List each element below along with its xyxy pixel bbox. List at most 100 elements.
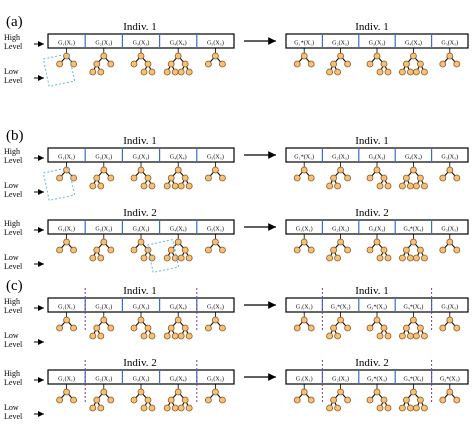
subtree [163,388,193,412]
subtree [130,316,156,340]
tree-node [137,238,145,246]
tree-node [100,388,108,396]
tree-node [181,396,189,404]
subtree [163,316,193,340]
tree-node [330,174,338,182]
tree-node [97,182,105,190]
subtree [163,238,193,262]
tree-node [97,404,105,412]
individual-title: Indiv. 1 [355,21,389,33]
tree-node [334,182,342,190]
panel-label: (c) [6,278,23,294]
high-level-label: Level [4,378,23,387]
tree-node [177,404,185,412]
gene-cell-label: G₃(X₃) [133,40,150,47]
tree-node [144,396,152,404]
gene-cell-label: G₁(X₁) [296,376,313,383]
tree-node [337,166,345,174]
tree-node [70,396,77,404]
gene-cell-label: G₃(X₃) [369,154,386,161]
tree-node [412,68,420,76]
tree-node [416,60,424,68]
tree-node [398,182,406,190]
tree-node [373,238,381,246]
tree-node [167,396,175,404]
chromosome-left: G₁(X₁)G₂(X₂)G₃(X₃)G₄(X₄)G₅(X₅) [47,288,235,340]
tree-node [185,182,193,190]
tree-node [144,60,152,68]
tree-node [420,404,428,412]
tree-node [130,60,138,68]
tree-node [344,396,352,404]
high-level-label: Level [4,42,23,51]
gene-cell-label: G₁(X₁) [58,40,75,47]
tree-node [204,60,212,68]
tree-node [420,332,428,340]
subtree [326,166,352,190]
tree-node [373,52,381,60]
tree-node [384,182,392,190]
tree-node [181,174,189,182]
tree-node [406,404,414,412]
tree-node [307,60,315,68]
tree-node [107,174,115,182]
subtree [398,238,428,262]
subtree [326,52,352,76]
panel-label: (b) [6,128,24,144]
gene-cell-label: G₂*(X₂) [331,304,351,311]
tree-node [100,52,108,60]
subtree [204,238,226,254]
tree-node [300,52,308,60]
gene-cell-label: G₅(X₅) [441,226,458,233]
gene-cell-label: G₂(X₂) [95,154,112,161]
tree-node [137,316,145,324]
tree-node [344,60,352,68]
tree-node [63,388,70,396]
tree-node [307,174,315,182]
low-level-label: Low [4,403,19,412]
gene-cell-label: G₄(X₄) [170,304,187,311]
tree-node [337,316,345,324]
tree-node [380,396,388,404]
gene-cell-label: G₄*(X₄) [403,304,423,311]
tree-node [218,60,226,68]
tree-node [218,246,226,254]
tree-node [366,174,374,182]
tree-node [384,254,392,262]
tree-node [167,174,175,182]
gene-cell-label: G₂(X₂) [95,304,112,311]
tree-node [293,60,301,68]
tree-node [307,396,315,404]
tree-node [100,316,108,324]
chromosome-right: G₁*(X₁)G₂(X₂)G₃(X₃)G₄(X₄)G₅(X₅) [285,147,469,190]
tree-node [163,332,171,340]
low-level-label: Low [4,181,19,190]
tree-node [416,246,424,254]
tree-node [334,68,342,76]
tree-node [144,174,152,182]
gene-cell-label: G₄(X₄) [170,154,187,161]
chromosome-right: G₁*(X₁)G₂(X₂)G₃(X₃)G₄(X₄)G₅(X₅) [285,33,469,76]
tree-node [174,238,182,246]
tree-node [416,396,424,404]
tree-node [163,254,171,262]
tree-node [89,254,97,262]
tree-node [181,246,189,254]
tree-node [140,182,148,190]
subtree [130,238,156,262]
tree-node [185,68,193,76]
tree-node [334,332,342,340]
tree-node [373,316,381,324]
tree-node [137,52,145,60]
tree-node [93,324,101,332]
chromosome-right: G₁(X₁)G₂*(X₂)G₃*(X₃)G₄*(X₄)G₅(X₅) [285,288,469,340]
tree-node [89,404,97,412]
subtree [204,388,226,404]
tree-node [376,68,384,76]
tree-node [420,68,428,76]
subtree [439,388,461,404]
tree-node [293,324,301,332]
tree-node [384,332,392,340]
subtree [163,52,193,76]
